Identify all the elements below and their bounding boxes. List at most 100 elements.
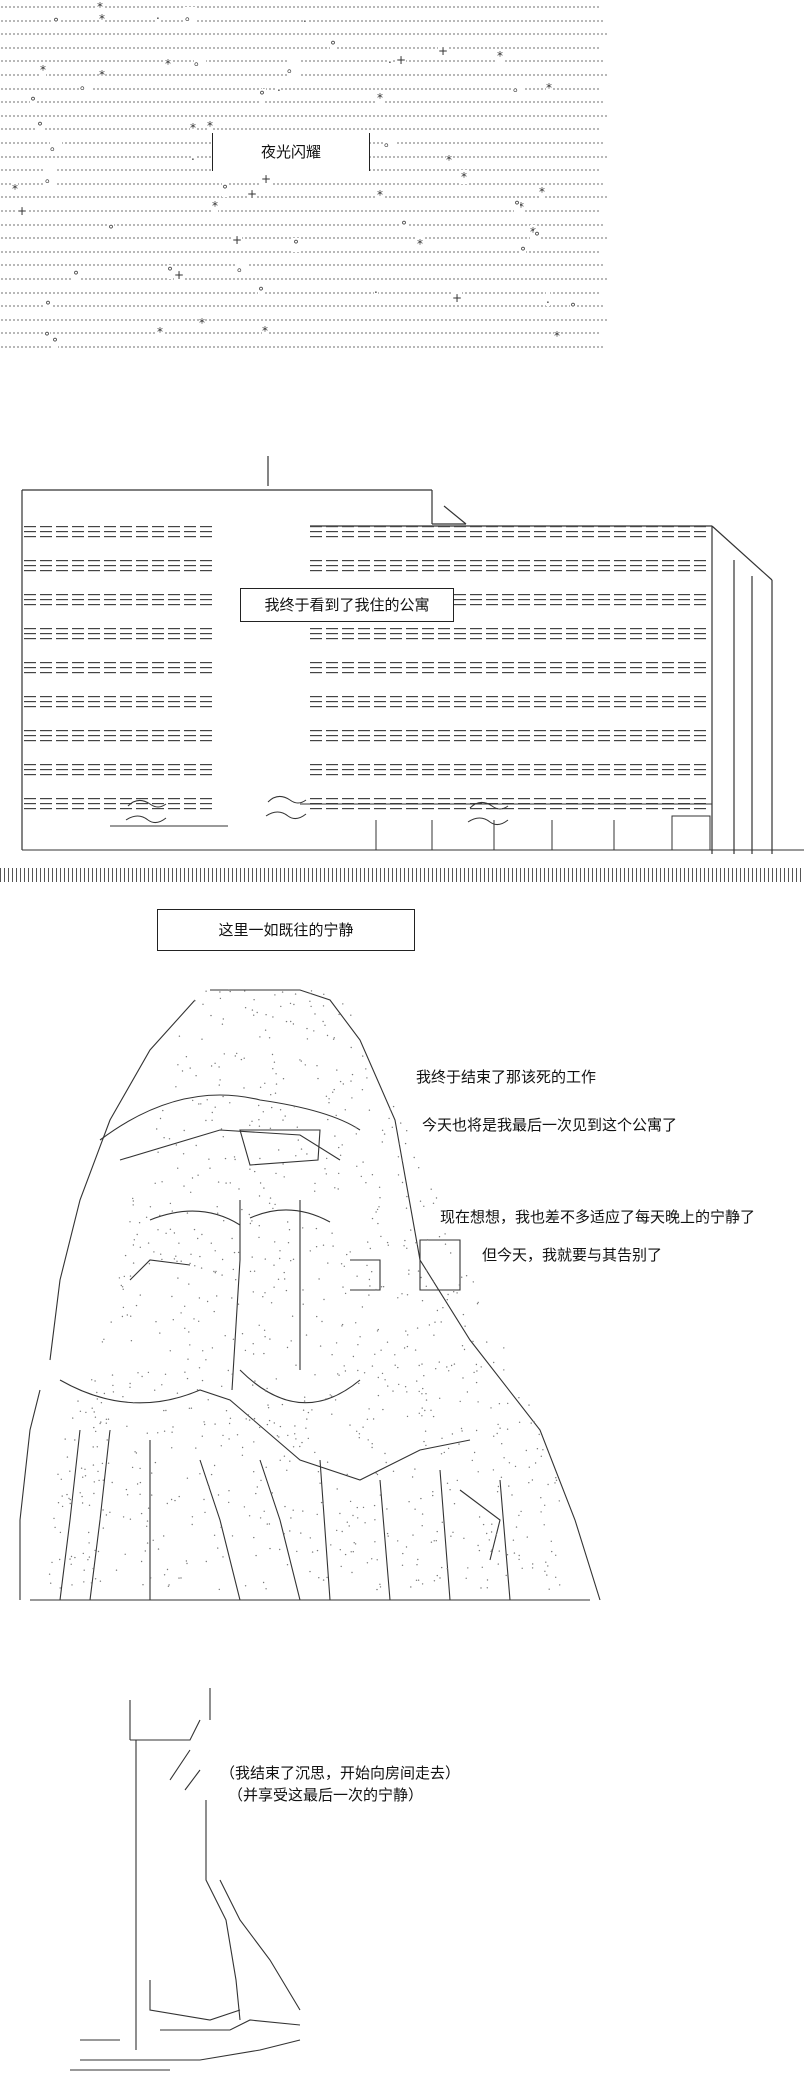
- star-icon: *: [518, 200, 524, 214]
- star-icon: 。: [287, 59, 300, 76]
- sky-dot-row: [0, 318, 608, 321]
- star-icon: .: [388, 52, 392, 66]
- star-icon: *: [212, 199, 218, 213]
- star-icon: *: [497, 49, 503, 63]
- star-icon: 。: [80, 76, 93, 93]
- star-icon: *: [157, 325, 163, 339]
- star-icon: °: [37, 120, 43, 134]
- star-icon: *: [554, 329, 560, 343]
- sky-dot-row: [0, 114, 608, 117]
- star-icon: 。: [237, 258, 250, 275]
- sky-dot-row: [0, 60, 604, 63]
- star-icon: +: [17, 204, 28, 218]
- star-icon: *: [165, 57, 171, 71]
- star-icon: *: [190, 121, 196, 135]
- dotted-sky-pattern: °+*°。+。**+*.。**.。。°°.°°++.**+**°°°.*。***…: [0, 0, 612, 360]
- star-icon: *: [262, 324, 268, 338]
- star-icon: +: [261, 172, 272, 186]
- star-icon: .: [156, 8, 160, 22]
- sky-dot-row: [0, 33, 608, 36]
- sky-dot-row: [0, 237, 608, 240]
- star-icon: 。: [50, 137, 63, 154]
- sky-dot-row: [0, 250, 600, 253]
- star-icon: °: [570, 301, 576, 315]
- apartment-caption-text: 我终于看到了我住的公寓: [264, 595, 430, 614]
- star-icon: *: [207, 119, 213, 133]
- star-icon: °: [52, 336, 58, 350]
- star-icon: *: [199, 316, 205, 330]
- star-icon: °: [534, 230, 540, 244]
- star-icon: °: [45, 299, 51, 313]
- monologue-line-1: 我终于结束了那该死的工作: [416, 1068, 597, 1086]
- star-icon: *: [40, 63, 46, 77]
- apartment-caption: 我终于看到了我住的公寓: [240, 588, 454, 622]
- star-icon: +: [452, 291, 463, 305]
- star-icon: .: [277, 80, 281, 94]
- star-icon: *: [546, 81, 552, 95]
- sky-dot-row: [0, 305, 604, 308]
- monologue-line-4: 但今天，我就要与其告别了: [482, 1246, 663, 1264]
- sky-dot-row: [0, 87, 600, 90]
- walking-panel: （我结束了沉思，开始向房间走去） （并享受这最后一次的宁静）: [0, 1680, 804, 2080]
- star-icon: *: [530, 225, 536, 239]
- star-icon: *: [99, 12, 105, 26]
- star-icon: °: [520, 245, 526, 259]
- sky-dot-row: [0, 278, 608, 280]
- star-icon: .: [374, 282, 378, 296]
- sky-dot-row: [0, 346, 604, 348]
- star-icon: +: [247, 187, 258, 201]
- star-icon: °: [73, 269, 79, 283]
- star-icon: *: [446, 153, 452, 167]
- sky-dot-row: [0, 128, 600, 131]
- night-sky-panel: °+*°。+。**+*.。**.。。°°.°°++.**+**°°°.*。***…: [0, 0, 612, 362]
- sky-dot-row: [0, 223, 604, 226]
- sky-caption-text: 夜光闪耀: [260, 142, 321, 161]
- star-icon: 。: [384, 133, 397, 150]
- star-icon: +: [396, 53, 407, 67]
- star-icon: °: [514, 199, 520, 213]
- star-icon: *: [377, 91, 383, 105]
- star-icon: °: [108, 223, 114, 237]
- star-icon: +: [232, 233, 243, 247]
- apartment-building-art: [21, 456, 804, 854]
- star-icon: °: [258, 285, 264, 299]
- star-icon: 。: [194, 52, 207, 69]
- monologue-line-2: 今天也将是我最后一次见到这个公寓了: [422, 1116, 678, 1134]
- sky-dot-row: [0, 6, 600, 8]
- star-icon: °: [53, 16, 59, 30]
- star-icon: *: [97, 0, 103, 14]
- star-icon: *: [99, 68, 105, 82]
- sky-dot-row: [0, 210, 600, 212]
- action-line-1: （我结束了沉思，开始向房间走去）: [220, 1764, 461, 1782]
- star-icon: *: [417, 237, 423, 251]
- sky-dot-row: [0, 101, 604, 104]
- sky-dot-row: [0, 46, 600, 49]
- walking-legs-art: [70, 1688, 301, 2071]
- star-icon: °: [401, 219, 407, 233]
- star-icon: °: [259, 89, 265, 103]
- star-icon: °: [44, 330, 50, 344]
- quiet-caption-text: 这里一如既往的宁静: [218, 920, 354, 939]
- star-icon: +: [174, 268, 185, 282]
- star-icon: *: [539, 185, 545, 199]
- star-icon: *: [377, 188, 383, 202]
- star-icon: 。: [45, 169, 58, 186]
- sky-dot-row: [0, 291, 600, 294]
- star-icon: °: [167, 265, 173, 279]
- star-icon: +: [438, 44, 449, 58]
- action-line-2: （并享受这最后一次的宁静）: [228, 1786, 424, 1804]
- star-icon: °: [293, 238, 299, 252]
- star-icon: °: [330, 39, 336, 53]
- sky-dot-row: [0, 264, 604, 267]
- sky-dot-row: [0, 182, 604, 185]
- star-icon: .: [546, 292, 550, 306]
- star-icon: *: [12, 182, 18, 196]
- sky-dot-row: [0, 74, 608, 76]
- star-icon: 。: [513, 78, 526, 95]
- star-icon: .: [303, 11, 307, 25]
- monologue-line-3: 现在想想，我也差不多适应了每天晚上的宁静了: [440, 1208, 756, 1226]
- sky-dot-row: [0, 19, 604, 22]
- sky-caption: 夜光闪耀: [212, 133, 370, 171]
- apartment-panel: 我终于看到了我住的公寓: [0, 450, 804, 890]
- railway-track: [0, 868, 804, 882]
